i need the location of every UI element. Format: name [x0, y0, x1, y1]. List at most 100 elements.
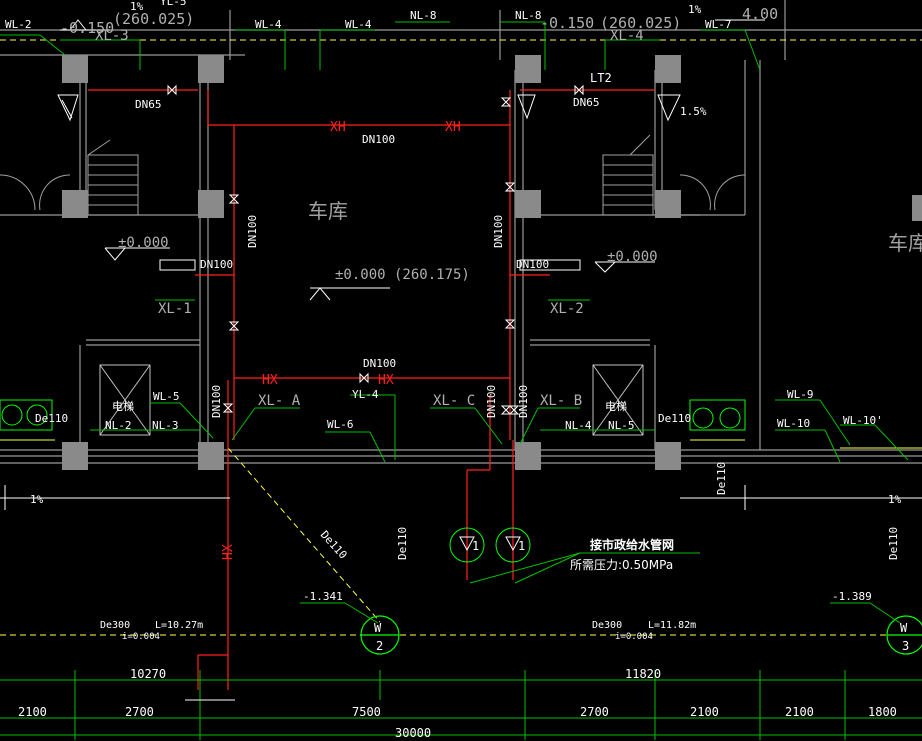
drain-lines	[0, 39, 922, 636]
label-de300-right: De300	[592, 620, 622, 631]
label-dn100-v5: DN100	[517, 385, 530, 418]
label-dn65-left: DN65	[135, 98, 162, 111]
manholes	[360, 615, 922, 655]
label-w3n: 3	[902, 639, 909, 653]
level-top-left-abs: (260.025)	[113, 10, 194, 28]
label-wl5: WL-5	[153, 390, 180, 403]
pct-right-mid: 1.5%	[680, 105, 707, 118]
leader-lines	[0, 21, 909, 624]
label-nl4: NL-4	[565, 419, 592, 432]
elevator-right	[592, 364, 644, 436]
label-xl3: XL-3	[95, 28, 129, 44]
label-wl4a: WL-4	[255, 18, 282, 31]
dim-4: 2700	[580, 705, 609, 719]
label-de110-v1: De110	[715, 462, 728, 495]
label-dn100-mid: DN100	[363, 357, 396, 370]
pct-bottom-right: 1%	[888, 493, 902, 506]
meter-symbols	[459, 536, 521, 552]
dim-1: 2100	[18, 705, 47, 719]
label-w2n: 2	[376, 639, 383, 653]
level0-right: ±0.000	[607, 249, 658, 265]
label-len-right: L=11.82m	[648, 620, 696, 631]
dim-6: 2100	[785, 705, 814, 719]
label-hx1: HX	[262, 373, 278, 388]
annotations: WL-2 -0.150 (260.025) XL-3 YL-5 1% WL-4 …	[5, 0, 922, 740]
dim-7: 1800	[868, 705, 897, 719]
valves	[167, 84, 584, 415]
level-marks	[60, 19, 765, 301]
dim-10270: 10270	[130, 667, 166, 681]
label-pressure: 所需压力:0.50MPa	[570, 558, 673, 572]
label-wl10p: WL-10'	[843, 414, 883, 427]
level-400: 4.00	[742, 5, 778, 23]
label-dn100-v3: DN100	[210, 385, 223, 418]
dim-total: 30000	[395, 726, 431, 740]
label-lt2: LT2	[590, 71, 612, 85]
label-meter1: 1	[472, 539, 479, 553]
label-nl8a: NL-8	[410, 9, 437, 22]
label-dn100-v-right: DN100	[492, 215, 505, 248]
label-w3: W	[900, 621, 908, 635]
label-slope-right: i=0.004	[615, 632, 653, 642]
level-top-right-abs: (260.025)	[600, 14, 681, 32]
label-de300-left: De300	[100, 620, 130, 631]
label-xl2: XL-2	[550, 301, 584, 317]
label-nl2: NL-2	[105, 419, 132, 432]
label-wl9: WL-9	[787, 388, 814, 401]
label-de110-left: De110	[35, 412, 68, 425]
label-xl1: XL-1	[158, 301, 192, 317]
level-top-right: -0.150	[540, 14, 594, 32]
level-w3: -1.389	[832, 590, 872, 603]
label-dn100-right2: DN100	[516, 258, 549, 271]
dim-3: 7500	[352, 705, 381, 719]
label-wl2: WL-2	[5, 18, 32, 31]
pct-top-left: 1%	[130, 0, 144, 13]
label-wl6: WL-6	[327, 418, 354, 431]
label-xh2: XH	[445, 120, 461, 135]
label-de110-v2: De110	[396, 527, 409, 560]
label-nl8b: NL-8	[515, 9, 542, 22]
level0-center: ±0.000 (260.175)	[335, 267, 470, 283]
label-wl4b: WL-4	[345, 18, 372, 31]
stairs-right	[602, 134, 746, 216]
hydrants	[57, 94, 681, 271]
label-meter2: 1	[518, 539, 525, 553]
supply-lines	[88, 89, 655, 690]
label-elev-left: 电梯	[112, 400, 134, 413]
columns	[62, 55, 922, 470]
label-elev-right: 电梯	[605, 400, 627, 413]
label-wl7: WL-7	[705, 18, 732, 31]
level0-left: ±0.000	[118, 235, 169, 251]
label-dn65-right: DN65	[573, 96, 600, 109]
label-dn100-v-left: DN100	[246, 215, 259, 248]
label-dn100-v4: DN100	[485, 385, 498, 418]
dimension-lines	[0, 670, 922, 740]
dim-11820: 11820	[625, 667, 661, 681]
label-dn100-left2: DN100	[200, 258, 233, 271]
dim-2: 2700	[125, 705, 154, 719]
label-de110-right: De110	[658, 412, 691, 425]
room-garage-right: 车库	[888, 231, 922, 255]
label-yl5: YL-5	[160, 0, 187, 8]
label-yl4: YL-4	[352, 388, 379, 401]
label-xlb: XL- B	[540, 393, 582, 409]
grid-ticks	[0, 485, 922, 701]
walls	[0, 0, 922, 464]
label-dn100-top: DN100	[362, 133, 395, 146]
label-nl5: NL-5	[608, 419, 635, 432]
label-len-left: L=10.27m	[155, 620, 203, 631]
label-wl10: WL-10	[777, 417, 810, 430]
label-nl3: NL-3	[152, 419, 179, 432]
pct-top-right: 1%	[688, 3, 702, 16]
label-hx2: HX	[378, 373, 394, 388]
label-xlc: XL- C	[433, 393, 475, 409]
stairs-left	[0, 139, 139, 216]
pct-bottom-left: 1%	[30, 493, 44, 506]
label-xh1: XH	[330, 120, 346, 135]
label-hx-v: HX	[221, 544, 236, 560]
elevator-left	[99, 364, 151, 436]
label-w2: W	[374, 621, 382, 635]
label-de110-v3: De110	[887, 527, 900, 560]
level-w2: -1.341	[303, 590, 343, 603]
